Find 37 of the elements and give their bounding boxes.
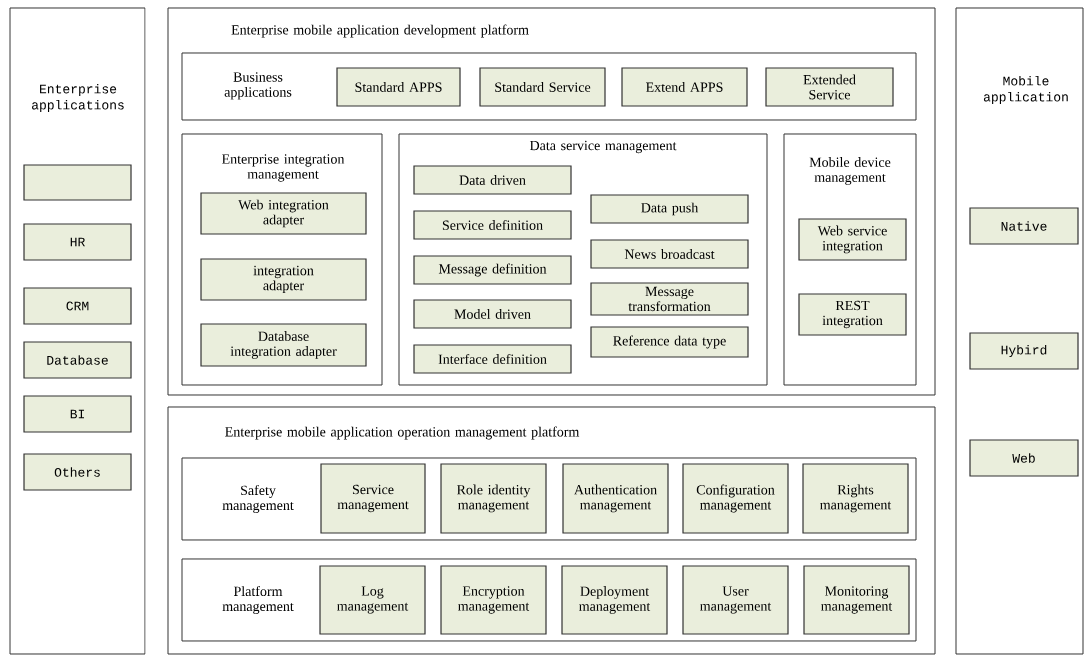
module-box: Reference data type bbox=[590, 326, 749, 358]
module-box: Model driven bbox=[413, 299, 572, 329]
module-box: Authentication management bbox=[562, 463, 669, 534]
module-box: Service management bbox=[320, 463, 426, 534]
module-box: News broadcast bbox=[590, 239, 749, 269]
module-box: BI bbox=[23, 395, 132, 433]
module-box: Web bbox=[969, 439, 1079, 477]
module-box: Extended Service bbox=[765, 67, 894, 107]
module-box: Interface definition bbox=[413, 344, 572, 374]
module-box: Role identity management bbox=[440, 463, 547, 534]
module-box: HR bbox=[23, 223, 132, 261]
module-box: Log management bbox=[319, 565, 426, 635]
module-box: Hybird bbox=[969, 332, 1079, 370]
module-box: Data push bbox=[590, 194, 749, 224]
module-box: CRM bbox=[23, 287, 132, 325]
module-box: Configuration management bbox=[682, 463, 789, 534]
module-box: Standard APPS bbox=[336, 67, 461, 107]
module-box: User management bbox=[682, 565, 789, 635]
blank-box bbox=[23, 164, 132, 201]
module-box: Monitoring management bbox=[803, 565, 910, 635]
module-box: Extend APPS bbox=[621, 67, 748, 107]
module-box: Message definition bbox=[413, 255, 572, 285]
module-box: Web integration adapter bbox=[200, 192, 367, 235]
module-box: Deployment management bbox=[561, 565, 668, 635]
module-box: Standard Service bbox=[479, 67, 606, 107]
module-box: Data driven bbox=[413, 165, 572, 195]
module-box: Database integration adapter bbox=[200, 323, 367, 367]
module-box: Native bbox=[969, 207, 1079, 245]
module-box: Encryption management bbox=[440, 565, 547, 635]
module-box: Service definition bbox=[413, 210, 572, 240]
module-box: Database bbox=[23, 341, 132, 379]
module-box: Others bbox=[23, 453, 132, 491]
module-box: Message transformation bbox=[590, 282, 749, 316]
module-box: integration adapter bbox=[200, 258, 367, 301]
module-box: Rights management bbox=[802, 463, 909, 534]
module-box: Web service integration bbox=[798, 218, 907, 261]
module-box: REST integration bbox=[798, 293, 907, 336]
